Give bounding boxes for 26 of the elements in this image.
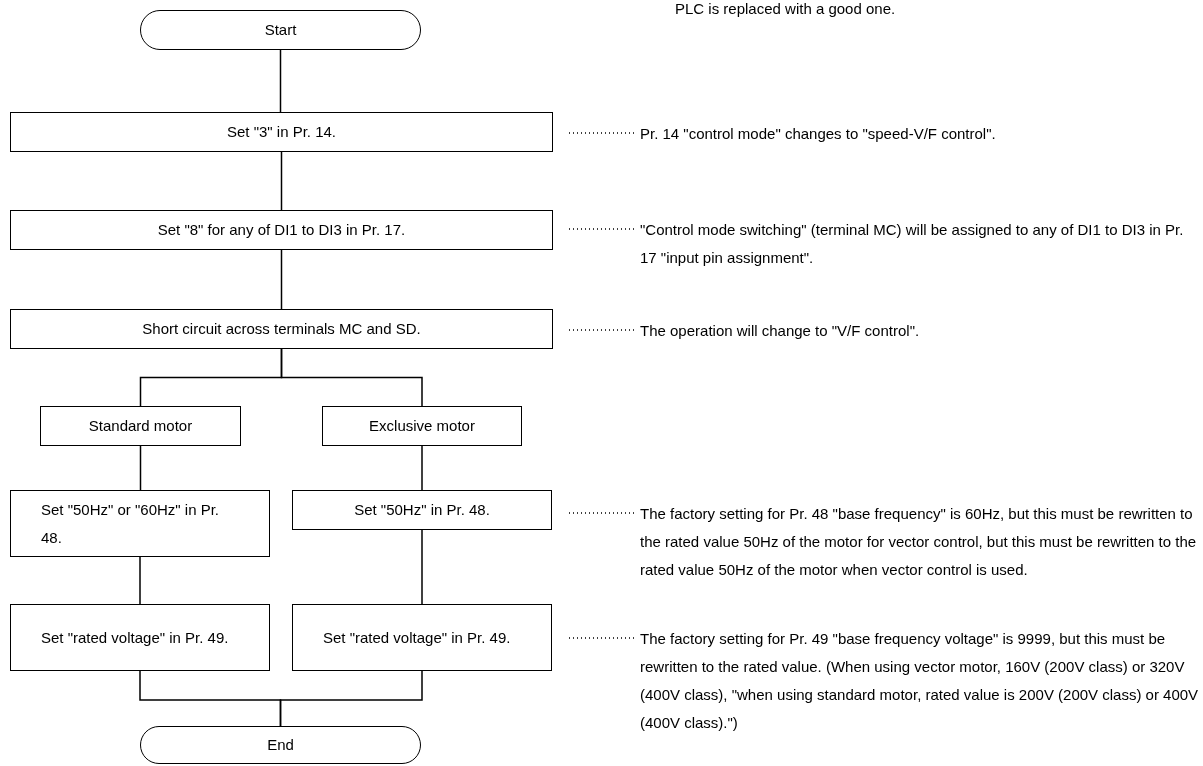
connector-line bbox=[421, 529, 423, 605]
note-text: PLC is replaced with a good one. bbox=[675, 0, 896, 18]
start-terminal: Start bbox=[140, 10, 421, 50]
note-text: "Control mode switching" (terminal MC) will be assigned to any of DI1 to DI3 in Pr. 17 "input pin assignment". bbox=[640, 216, 1200, 272]
process-box: Set "rated voltage" in Pr. 49. bbox=[10, 604, 270, 671]
connector-line bbox=[139, 445, 142, 491]
process-box: Set "rated voltage" in Pr. 49. bbox=[292, 604, 552, 671]
note-text: The factory setting for Pr. 48 "base frequency" is 60Hz, but this must be rewritten to the rated value 50Hz of the motor for vector control, but this must be rewritten to the rated value 50Hz of the motor when vector control is used. bbox=[640, 500, 1200, 612]
process-box: Short circuit across terminals MC and SD. bbox=[10, 309, 553, 349]
connector-line bbox=[279, 670, 423, 727]
branch-box: Standard motor bbox=[40, 406, 241, 446]
process-box: Set "50Hz" in Pr. 48. bbox=[292, 490, 552, 530]
connector-line bbox=[280, 249, 283, 310]
connector-line bbox=[139, 556, 141, 605]
process-box: Set "8" for any of DI1 to DI3 in Pr. 17. bbox=[10, 210, 553, 250]
connector-line bbox=[279, 49, 282, 113]
note-text: The factory setting for Pr. 49 "base frequency voltage" is 9999, but this must be rewritten to the rated value. (When using vector motor, 160V (200V class) or 320V (400V class), "when using standard motor, rated value is 200V (200V class) or 400V (400V class).") bbox=[640, 625, 1200, 765]
note-text: The operation will change to "V/F control". bbox=[640, 317, 1160, 341]
branch-box: Exclusive motor bbox=[322, 406, 522, 446]
end-terminal: End bbox=[140, 726, 421, 764]
connector-line bbox=[280, 348, 423, 407]
note-text: Pr. 14 "control mode" changes to "speed-V/F control". bbox=[640, 120, 1160, 144]
connector-line bbox=[280, 151, 283, 211]
process-box: Set "3" in Pr. 14. bbox=[10, 112, 553, 152]
process-box: Set "50Hz" or "60Hz" in Pr. 48. bbox=[10, 490, 270, 557]
connector-line bbox=[421, 445, 423, 491]
